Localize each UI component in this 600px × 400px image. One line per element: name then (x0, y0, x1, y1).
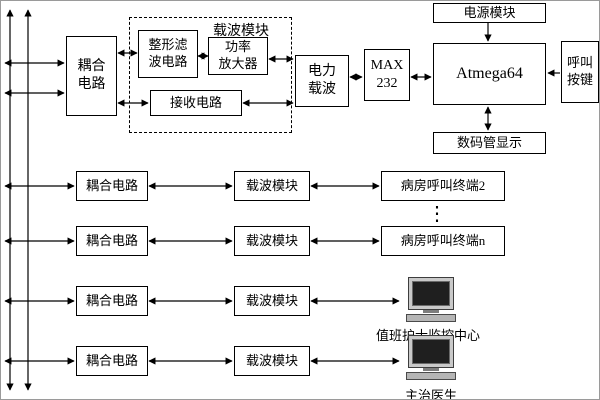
monitor-icon (408, 335, 454, 368)
screen-icon (412, 339, 450, 364)
coupling-circuit-row4-box: 耦合电路 (76, 346, 148, 376)
digital-display-box: 数码管显示 (433, 132, 546, 154)
ward-terminal-n-box: 病房呼叫终端n (381, 226, 505, 256)
receiver-circuit-box: 接收电路 (150, 90, 242, 116)
power-module-box: 电源模块 (433, 3, 546, 23)
carrier-module-row4-box: 载波模块 (234, 346, 310, 376)
carrier-module-row3-box: 载波模块 (234, 286, 310, 316)
attending-doctor-label: 主治医生 (404, 388, 457, 400)
power-amplifier-box: 功率 放大器 (208, 37, 268, 75)
vertical-ellipsis: ⋮ (427, 203, 447, 225)
doctor-computer-icon (405, 335, 457, 380)
wire-group (4, 9, 560, 391)
mcu-atmega64-box: Atmega64 (433, 43, 546, 105)
nurse-station-computer-icon (405, 277, 457, 322)
max232-box: MAX 232 (364, 49, 410, 101)
carrier-module-row1-box: 载波模块 (234, 171, 310, 201)
shaping-filter-box: 整形滤 波电路 (138, 30, 198, 78)
call-button-box: 呼叫 按键 (561, 41, 599, 103)
coupling-circuit-row1-box: 耦合电路 (76, 171, 148, 201)
screen-icon (412, 281, 450, 306)
keyboard-icon (406, 314, 456, 322)
carrier-module-row2-box: 载波模块 (234, 226, 310, 256)
monitor-stand-icon (423, 310, 439, 313)
coupling-circuit-main-box: 耦合 电路 (66, 36, 117, 116)
keyboard-icon (406, 372, 456, 380)
carrier-module-dashed-box (129, 17, 292, 133)
ward-terminal-2-box: 病房呼叫终端2 (381, 171, 505, 201)
coupling-circuit-row2-box: 耦合电路 (76, 226, 148, 256)
coupling-circuit-row3-box: 耦合电路 (76, 286, 148, 316)
power-line-carrier-box: 电力 载波 (295, 55, 349, 107)
carrier-module-label: 载波模块 (213, 24, 269, 39)
monitor-stand-icon (423, 368, 439, 371)
monitor-icon (408, 277, 454, 310)
